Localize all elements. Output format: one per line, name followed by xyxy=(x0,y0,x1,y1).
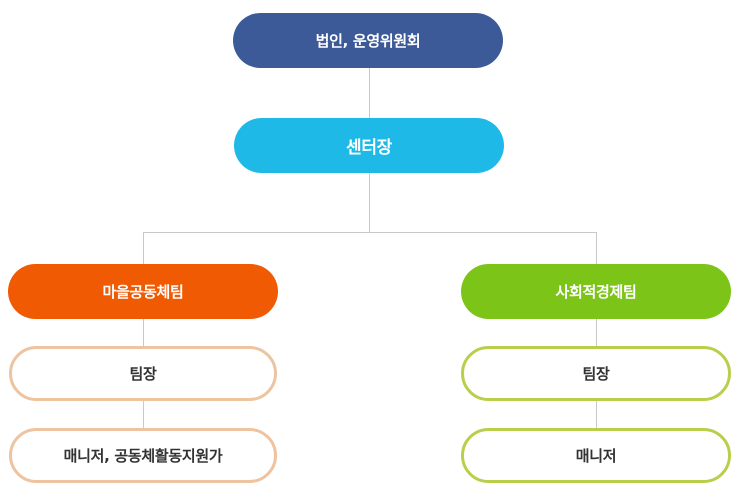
director-node: 센터장 xyxy=(234,118,504,173)
community-team-staff-node: 매니저, 공동체활동지원가 xyxy=(9,428,277,483)
social-economy-team-lead-label: 팀장 xyxy=(582,365,610,383)
board-label: 법인, 운영위원회 xyxy=(315,32,421,50)
director-label: 센터장 xyxy=(345,138,393,158)
connector-horizontal-branch xyxy=(143,232,597,233)
social-economy-team-label: 사회적경제팀 xyxy=(555,283,637,301)
social-economy-team-staff-label: 매니저 xyxy=(575,447,617,465)
social-economy-team-node: 사회적경제팀 xyxy=(461,264,731,319)
social-economy-team-lead-node: 팀장 xyxy=(461,346,731,401)
connector-left-team-lead xyxy=(143,319,144,346)
connector-board-director xyxy=(369,68,370,118)
board-node: 법인, 운영위원회 xyxy=(233,13,503,68)
connector-right-team-lead xyxy=(596,319,597,346)
community-team-lead-label: 팀장 xyxy=(129,365,157,383)
connector-right-branch xyxy=(596,232,597,264)
community-team-staff-label: 매니저, 공동체활동지원가 xyxy=(63,447,223,465)
social-economy-team-staff-node: 매니저 xyxy=(461,428,731,483)
community-team-lead-node: 팀장 xyxy=(9,346,277,401)
community-team-node: 마을공동체팀 xyxy=(8,264,278,319)
connector-left-lead-staff xyxy=(143,401,144,428)
connector-left-branch xyxy=(143,232,144,264)
connector-right-lead-staff xyxy=(596,401,597,428)
connector-director-branch xyxy=(369,173,370,232)
community-team-label: 마을공동체팀 xyxy=(102,283,184,301)
